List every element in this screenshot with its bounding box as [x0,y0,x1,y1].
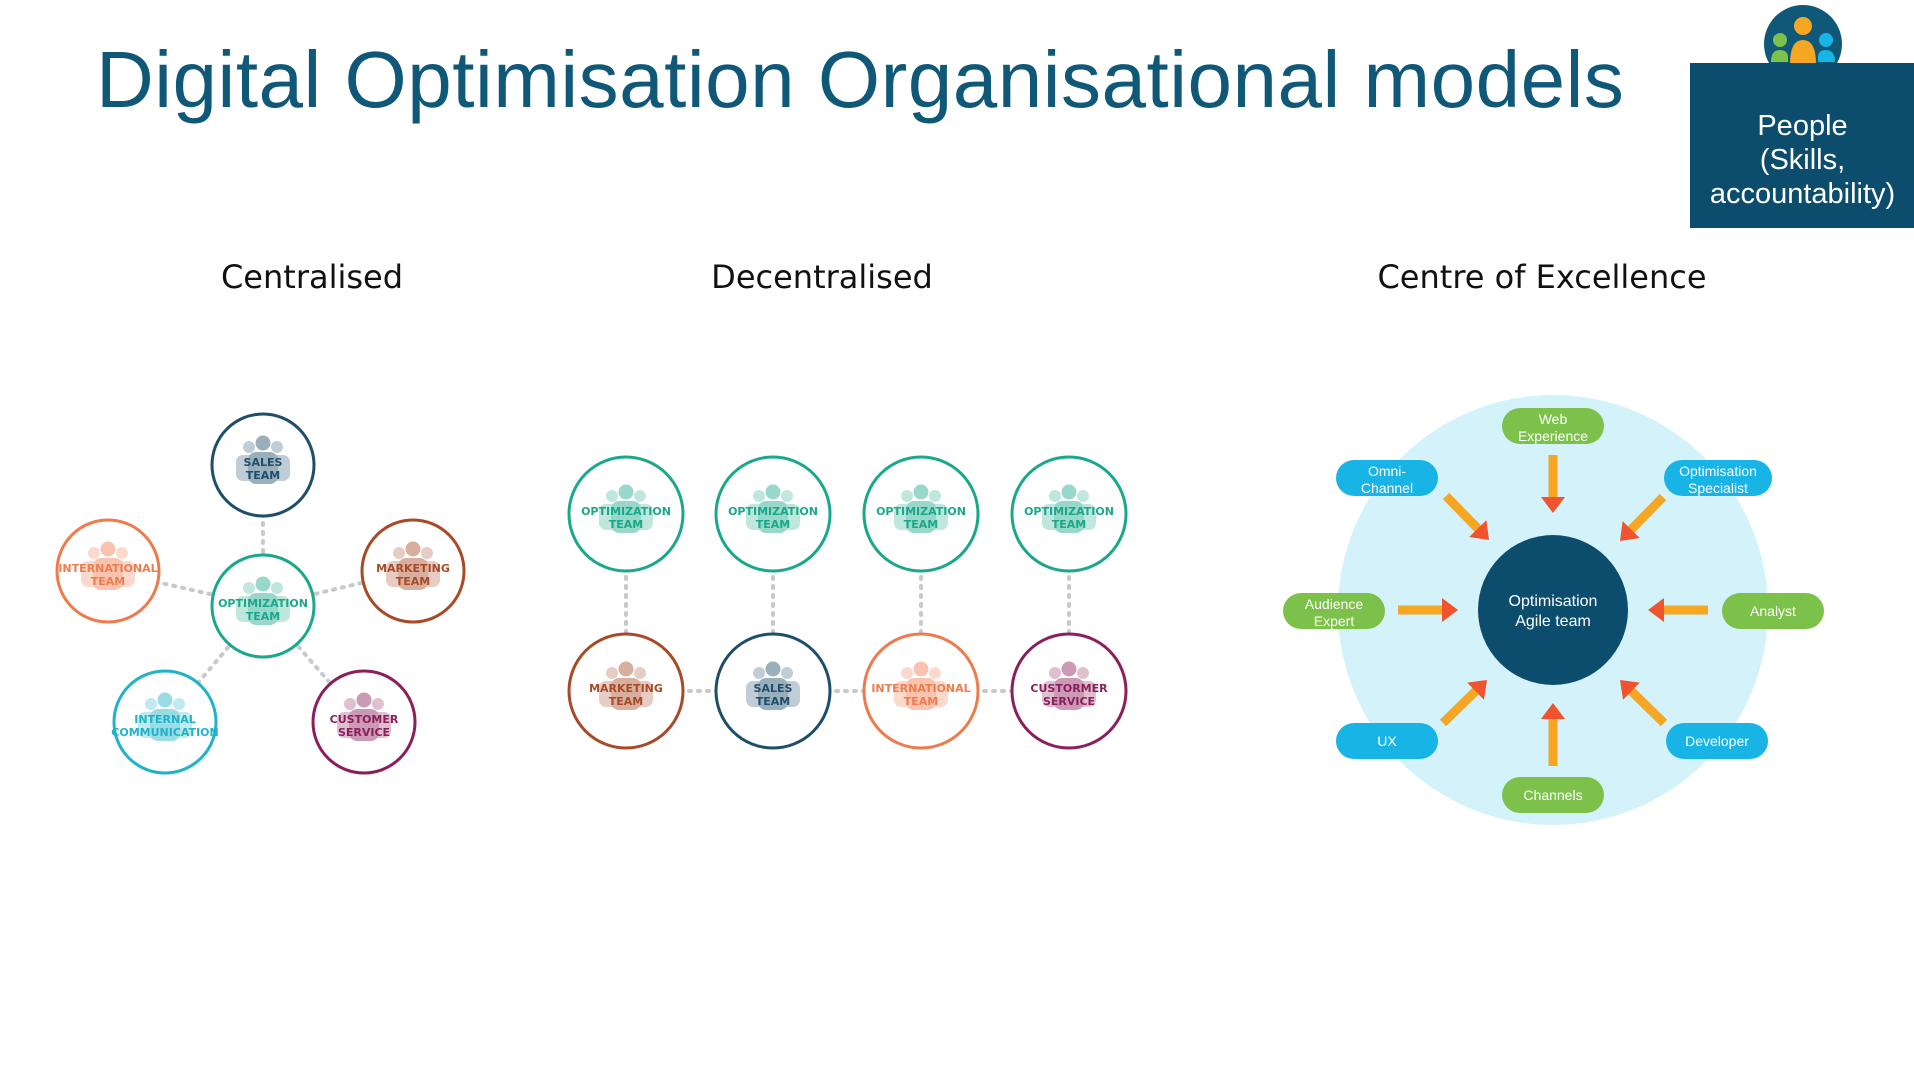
coe-role-label: UX [1377,733,1397,749]
team-label: TEAM [756,695,790,708]
coe-role-pill: Analyst [1722,593,1824,629]
team-label: SALES [244,456,283,469]
people-icon [746,661,800,710]
coe-role-pill: UX [1336,723,1438,759]
team-label: TEAM [246,610,280,623]
team-label: INTERNAL [134,713,196,726]
people-icon [337,692,391,741]
coe-role-pill: Omni-Channel [1336,460,1438,496]
coe-role-label: Analyst [1750,603,1796,619]
people-callout: People (Skills, accountability) [1690,63,1914,228]
people-icon [746,484,800,533]
team-label: TEAM [756,518,790,531]
people-icon [1042,661,1096,710]
team-label: OPTIMIZATION [581,505,671,518]
team-label: TEAM [246,469,280,482]
team-label: COMMUNICATION [111,726,218,739]
coe-role-label: Experience [1518,428,1588,444]
team-label: MARKETING [376,562,450,575]
people-icon [236,435,290,484]
team-label: SERVICE [1043,695,1095,708]
coe-arrow [1619,493,1667,542]
people-icon [599,484,653,533]
people-icon [138,692,192,741]
coe-role-pill: Developer [1666,723,1768,759]
coe-arrow [1439,679,1488,727]
coe-arrow [1398,598,1458,622]
people-icon [236,576,290,625]
coe-role-pill: Channels [1502,777,1604,813]
team-label: OPTIMIZATION [876,505,966,518]
people-icon [81,541,135,590]
people-icon [1042,484,1096,533]
team-label: CUSTOMER [330,713,399,726]
coe-role-label: Expert [1314,613,1355,629]
section-title-coe: Centre of Excellence [1377,258,1707,296]
people-line: (Skills, [1759,143,1846,176]
section-title-decentralised: Decentralised [711,258,933,296]
section-title-centralised: Centralised [220,258,404,296]
team-label: TEAM [396,575,430,588]
coe-core-circle [1478,535,1628,685]
team-label: CUSTORMER [1030,682,1108,695]
coe-arrow [1541,455,1565,513]
people-line: People [1757,109,1848,142]
people-icon [894,661,948,710]
team-label: INTERNATIONAL [871,682,970,695]
coe-role-label: Optimisation [1679,463,1757,479]
people-icon [386,541,440,590]
team-label: TEAM [91,575,125,588]
people-icon [894,484,948,533]
page-title: Digital Optimisation Organisational mode… [96,35,1625,124]
team-label: TEAM [609,518,643,531]
team-label: OPTIMIZATION [1024,505,1114,518]
team-label: TEAM [609,695,643,708]
coe-role-label: Channels [1523,787,1582,803]
team-label: SALES [754,682,793,695]
team-label: TEAM [1052,518,1086,531]
team-label: INTERNATIONAL [58,562,157,575]
coe-role-label: Specialist [1688,480,1748,496]
coe-arrow [1442,492,1490,541]
team-label: OPTIMIZATION [728,505,818,518]
team-label: TEAM [904,518,938,531]
people-line: accountability) [1709,177,1896,210]
coe-core-label: Optimisation [1509,593,1598,610]
coe-core-label: Agile team [1515,613,1591,630]
coe-role-label: Web [1539,411,1568,427]
team-label: TEAM [904,695,938,708]
coe-arrow [1619,679,1668,727]
coe-role-label: Audience [1305,596,1364,612]
coe-arrow [1541,703,1565,766]
coe-arrow [1648,598,1708,622]
people-icon [599,661,653,710]
coe-role-label: Developer [1685,733,1749,749]
team-label: SERVICE [338,726,390,739]
coe-role-label: Channel [1361,480,1413,496]
team-label: MARKETING [589,682,663,695]
coe-role-label: Omni- [1368,463,1406,479]
team-label: OPTIMIZATION [218,597,308,610]
